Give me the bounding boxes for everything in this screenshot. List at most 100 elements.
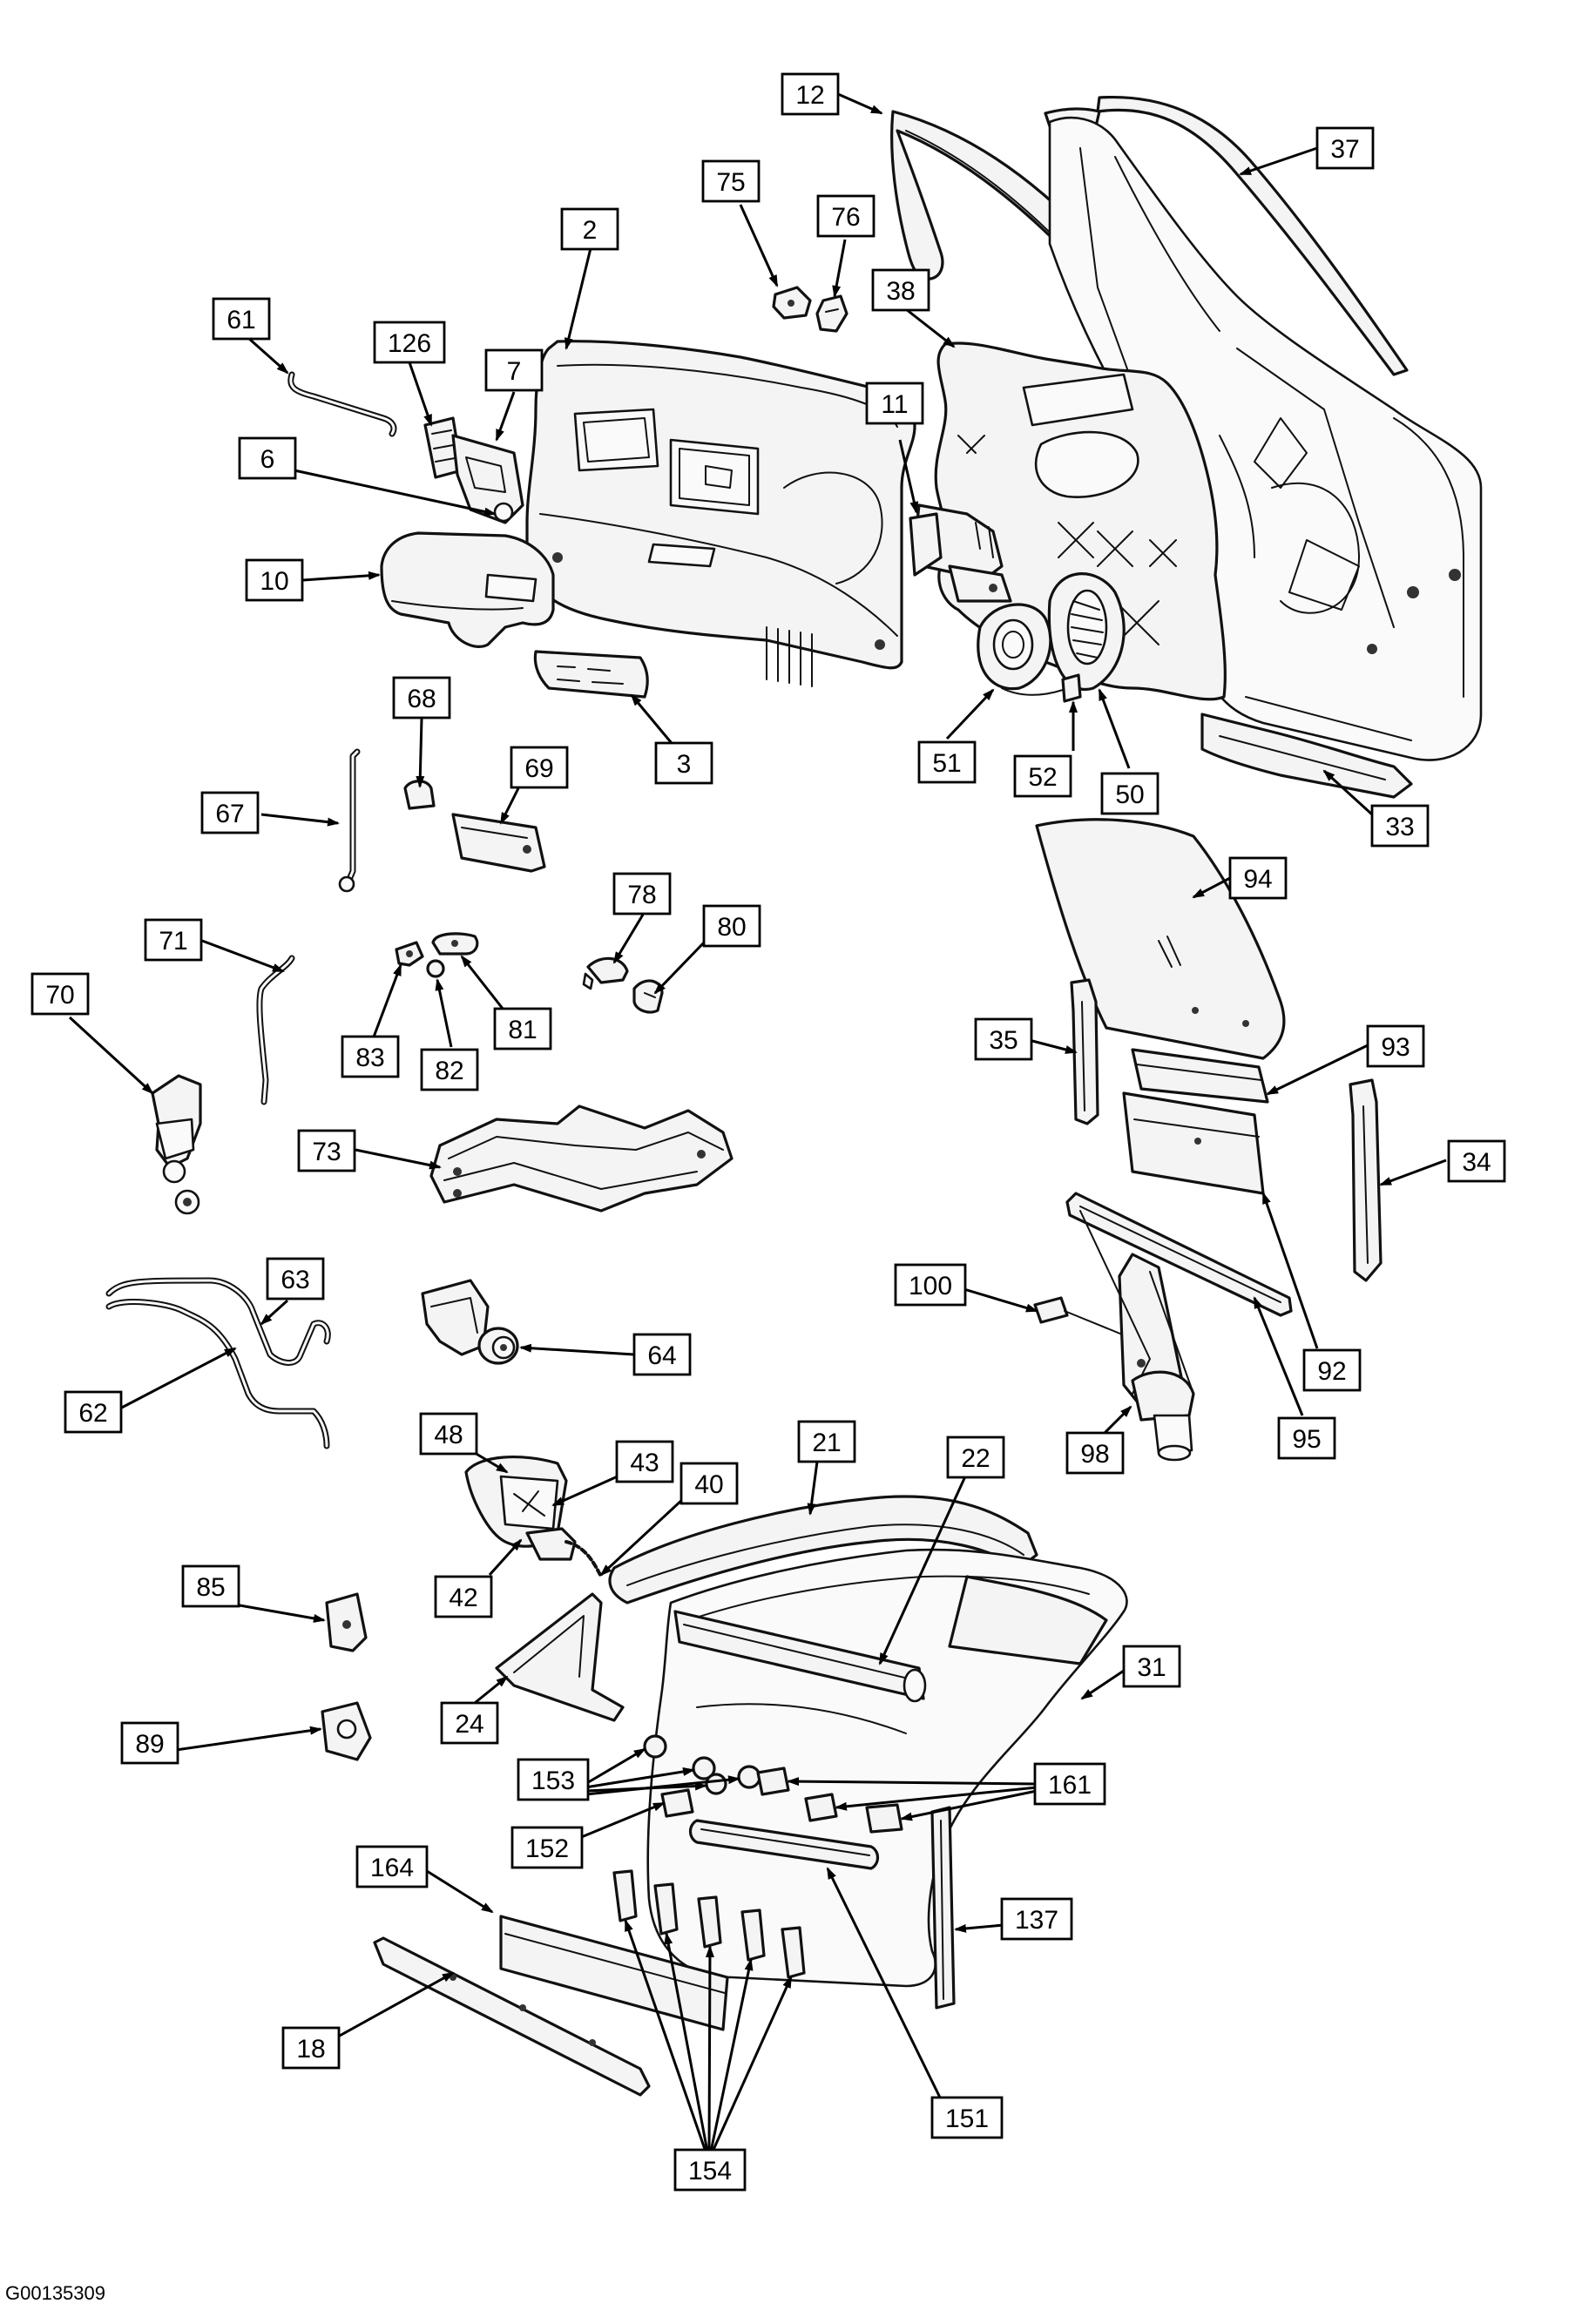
svg-text:48: 48 — [434, 1421, 463, 1449]
svg-text:154: 154 — [688, 2157, 732, 2186]
callout-40: 40 — [679, 1462, 739, 1505]
part-64-lock-cylinder — [421, 1279, 519, 1365]
svg-text:164: 164 — [370, 1854, 414, 1882]
svg-text:82: 82 — [435, 1057, 463, 1085]
callout-38: 38 — [871, 268, 930, 312]
callout-161: 161 — [1033, 1762, 1106, 1806]
part-161-clips — [756, 1767, 903, 1834]
svg-text:68: 68 — [407, 685, 436, 713]
svg-text:38: 38 — [886, 277, 915, 306]
svg-text:151: 151 — [945, 2104, 989, 2133]
part-40-mirror-cable — [565, 1540, 603, 1578]
svg-text:63: 63 — [281, 1266, 309, 1294]
callout-52: 52 — [1013, 754, 1072, 798]
callout-76: 76 — [816, 194, 876, 238]
door-parts — [105, 95, 1483, 2097]
callout-10: 10 — [245, 558, 304, 602]
callout-6: 6 — [238, 436, 297, 480]
part-22-belt-seal — [673, 1610, 927, 1703]
part-24-window-frame — [495, 1592, 625, 1722]
svg-text:126: 126 — [388, 329, 431, 358]
callout-50: 50 — [1100, 772, 1159, 815]
svg-text:85: 85 — [196, 1573, 225, 1602]
callout-70: 70 — [30, 972, 90, 1016]
callout-33: 33 — [1370, 804, 1430, 848]
part-3-switch-panel — [533, 650, 649, 699]
part-100-regulator-arm — [1033, 1296, 1151, 1347]
callout-154: 154 — [673, 2148, 747, 2192]
part-67-lock-rod — [338, 748, 361, 893]
callout-100: 100 — [894, 1263, 967, 1307]
svg-text:61: 61 — [226, 306, 255, 334]
callout-137: 137 — [1000, 1897, 1073, 1941]
callout-126: 126 — [373, 321, 446, 364]
callout-3: 3 — [654, 741, 713, 785]
callout-61: 61 — [212, 297, 271, 341]
callout-82: 82 — [420, 1048, 479, 1091]
part-76-clip — [815, 294, 848, 333]
svg-text:43: 43 — [630, 1449, 659, 1477]
svg-text:76: 76 — [831, 203, 860, 232]
callout-51: 51 — [917, 740, 977, 784]
part-61-rod — [287, 371, 397, 437]
part-164-lower-molding — [499, 1915, 729, 2031]
part-93-glass-channel — [1131, 1048, 1269, 1104]
svg-text:98: 98 — [1080, 1440, 1109, 1469]
svg-text:152: 152 — [525, 1834, 569, 1863]
part-81-bushing — [431, 932, 479, 956]
callout-12: 12 — [781, 72, 840, 116]
svg-text:80: 80 — [717, 913, 746, 942]
leader-lines — [68, 92, 1447, 2152]
callout-81: 81 — [493, 1007, 552, 1051]
callout-42: 42 — [434, 1575, 493, 1618]
callout-62: 62 — [64, 1390, 123, 1434]
part-42-mirror-base — [525, 1527, 577, 1561]
svg-text:100: 100 — [909, 1272, 952, 1300]
svg-text:37: 37 — [1330, 135, 1359, 164]
svg-text:92: 92 — [1317, 1357, 1346, 1386]
callout-34: 34 — [1447, 1139, 1506, 1183]
part-83-bracket — [395, 941, 424, 967]
part-35-run-channel-front — [1070, 978, 1099, 1125]
part-2-door-trim-panel — [525, 340, 916, 687]
part-51-speaker-adapter — [977, 603, 1052, 691]
part-94-window-glass — [1035, 818, 1286, 1060]
part-43-mirror-glass — [499, 1475, 559, 1530]
svg-text:73: 73 — [312, 1138, 341, 1166]
svg-text:21: 21 — [812, 1429, 841, 1457]
svg-text:31: 31 — [1137, 1653, 1166, 1682]
callout-80: 80 — [702, 904, 761, 948]
door-inner-structure — [1048, 116, 1483, 761]
svg-text:70: 70 — [45, 981, 74, 1010]
callout-31: 31 — [1122, 1645, 1181, 1688]
svg-text:6: 6 — [260, 445, 275, 474]
svg-text:153: 153 — [531, 1767, 575, 1795]
svg-text:35: 35 — [989, 1026, 1017, 1055]
svg-text:22: 22 — [961, 1444, 990, 1473]
callout-67: 67 — [200, 791, 260, 834]
svg-text:137: 137 — [1015, 1906, 1058, 1935]
part-71-rod — [256, 955, 295, 1105]
callout-37: 37 — [1315, 126, 1375, 170]
svg-text:11: 11 — [881, 390, 908, 419]
part-7-inside-handle — [451, 434, 524, 524]
svg-text:95: 95 — [1292, 1425, 1321, 1454]
callout-labels: 12 37 75 76 2 38 61 126 7 11 6 10 68 69 … — [30, 72, 1506, 2192]
part-82-nut — [426, 959, 445, 978]
callout-95: 95 — [1277, 1416, 1336, 1460]
callout-93: 93 — [1366, 1024, 1425, 1068]
svg-text:24: 24 — [455, 1710, 483, 1739]
callout-43: 43 — [615, 1440, 674, 1483]
part-34-run-channel-rear — [1349, 1078, 1383, 1282]
svg-text:10: 10 — [260, 567, 288, 596]
svg-text:34: 34 — [1462, 1148, 1491, 1177]
part-52-connector — [1001, 673, 1082, 703]
part-63-rod — [105, 1277, 331, 1366]
figure-id: G00135309 — [5, 2282, 105, 2304]
svg-text:40: 40 — [694, 1470, 723, 1499]
svg-text:51: 51 — [932, 749, 961, 778]
part-75-clip — [772, 286, 812, 320]
callout-18: 18 — [281, 2026, 341, 2070]
svg-text:50: 50 — [1115, 780, 1144, 809]
part-78-bumper — [582, 956, 629, 990]
